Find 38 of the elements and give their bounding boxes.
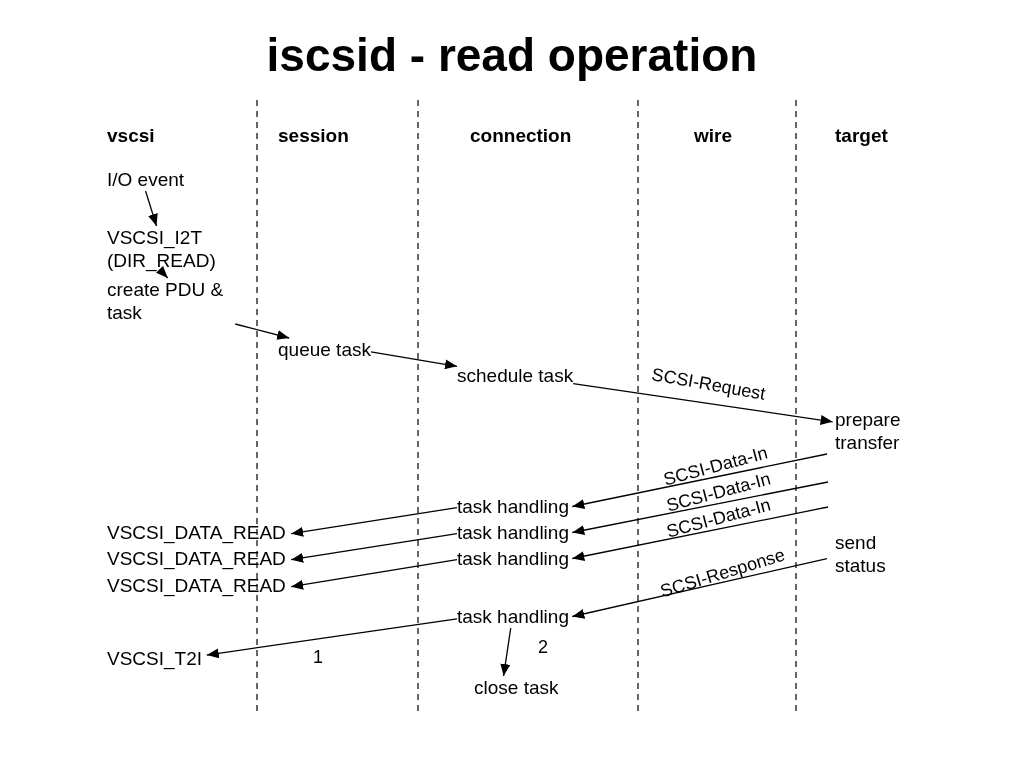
lane-header: wire xyxy=(694,125,733,147)
lane-header: target xyxy=(835,125,888,147)
process-text: I/O event xyxy=(107,168,185,191)
arrow xyxy=(500,627,512,677)
arrow xyxy=(571,453,828,509)
diagram-title: iscsid - read operation xyxy=(265,28,759,82)
process-text: queue task xyxy=(278,338,371,361)
arrow xyxy=(290,533,458,563)
process-text: task handling xyxy=(457,547,569,570)
lane-header: vscsi xyxy=(107,125,155,147)
process-text: VSCSI_I2T (DIR_READ) xyxy=(107,226,217,272)
process-text: VSCSI_T2I xyxy=(107,647,203,670)
arrow xyxy=(370,351,458,370)
process-text: VSCSI_DATA_READ xyxy=(107,547,286,570)
process-text: create PDU & task xyxy=(107,278,242,324)
arrow xyxy=(290,559,458,590)
lane-header: connection xyxy=(470,125,572,147)
process-text: prepare transfer xyxy=(835,408,915,454)
process-text: VSCSI_DATA_READ xyxy=(107,521,286,544)
arrow xyxy=(234,323,290,340)
process-text: send status xyxy=(835,531,915,577)
arrow xyxy=(144,190,158,227)
process-text: task handling xyxy=(457,495,569,518)
process-text: task handling xyxy=(457,605,569,628)
process-text: VSCSI_DATA_READ xyxy=(107,574,286,597)
arrow xyxy=(571,481,829,536)
lane-header: session xyxy=(278,125,349,147)
edge-label: 1 xyxy=(313,647,323,667)
arrow xyxy=(571,557,828,619)
edge-label: 2 xyxy=(538,637,548,657)
arrow xyxy=(206,618,458,659)
process-text: close task xyxy=(474,676,559,699)
process-text: task handling xyxy=(457,521,569,544)
arrow xyxy=(155,265,169,279)
arrow xyxy=(572,382,834,425)
arrow xyxy=(290,507,458,537)
arrow xyxy=(571,506,829,562)
process-text: schedule task xyxy=(457,364,574,387)
